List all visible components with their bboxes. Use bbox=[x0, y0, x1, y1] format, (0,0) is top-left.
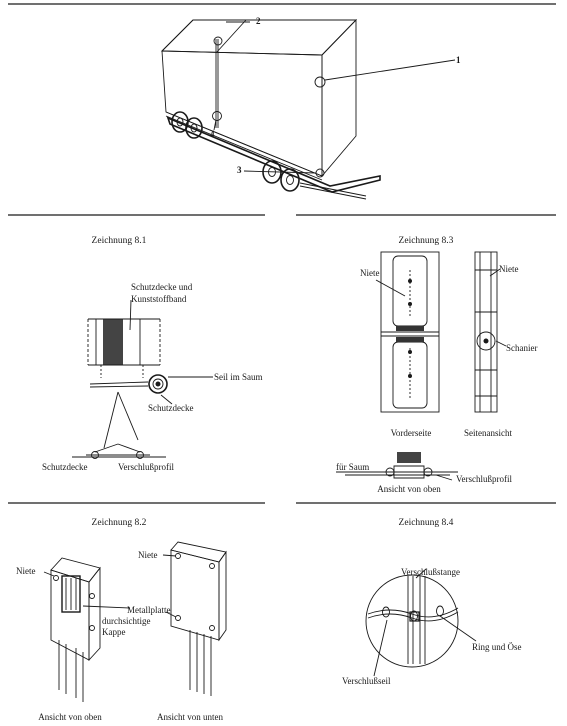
fig-8-1-title: Zeichnung 8.1 bbox=[92, 236, 147, 246]
fig-8-2-top-view-part bbox=[50, 557, 101, 702]
fig-8-1-label-cover-bottom: Schutzdecke bbox=[42, 462, 87, 472]
truck-chassis bbox=[166, 116, 381, 193]
fig-8-1-label-profile: Verschlußprofil bbox=[118, 462, 174, 472]
fig-8-3-top-view bbox=[336, 452, 458, 479]
fig-8-1-cover-band-panel bbox=[87, 318, 161, 366]
fig-8-3-front-view bbox=[380, 251, 440, 413]
callout-4: 4 bbox=[210, 129, 215, 139]
fig-8-3-side-view bbox=[474, 251, 498, 413]
truck-detail-circle-2 bbox=[213, 36, 223, 46]
truck-detail-circle-3 bbox=[315, 168, 325, 178]
fig-8-4-label-ring: Ring und Öse bbox=[472, 642, 522, 652]
figure-8-3: Zeichnung 8.3 Niete bbox=[336, 236, 538, 494]
truck-rear-wheels bbox=[171, 111, 203, 139]
fig-8-3-label-profile: Verschlußprofil bbox=[456, 474, 512, 484]
fig-8-3-label-hem: für Saum bbox=[336, 462, 369, 472]
fig-8-3-label-top-view: Ansicht von oben bbox=[377, 484, 441, 494]
fig-8-2-label-plate: Metallplatte bbox=[127, 605, 170, 615]
fig-8-3-title: Zeichnung 8.3 bbox=[399, 236, 454, 246]
truck-detail-circle-1 bbox=[314, 76, 326, 88]
fig-8-1-label-cover-mid: Schutzdecke bbox=[148, 403, 193, 413]
fig-8-1-label-cover-band-2: Kunststoffband bbox=[131, 294, 187, 304]
truck-tarp-front bbox=[321, 18, 357, 178]
fig-8-1-band-texture bbox=[103, 319, 123, 365]
fig-8-2-bottom-view-part bbox=[170, 541, 227, 696]
fig-8-3-label-rivet-right: Niete bbox=[499, 264, 519, 274]
fig-8-2-title: Zeichnung 8.2 bbox=[92, 518, 147, 528]
fig-8-4-label-rope: Verschlußseil bbox=[342, 676, 391, 686]
section-rules bbox=[8, 3, 556, 504]
fig-8-4-detail-circle bbox=[365, 574, 459, 668]
truck-illustration: 1 2 3 4 bbox=[160, 16, 461, 200]
fig-8-1-hem-section bbox=[89, 374, 168, 394]
fig-8-2-label-rivet-right: Niete bbox=[138, 550, 158, 560]
fig-8-3-label-hinge: Schanier bbox=[506, 343, 538, 353]
callout-3: 3 bbox=[237, 165, 242, 175]
fig-8-2-label-top-view: Ansicht von oben bbox=[38, 712, 102, 722]
fig-8-2-label-cap-1: durchsichtige bbox=[102, 616, 151, 626]
figure-8-2: Zeichnung 8.2 Niete durchsichtige Kappe … bbox=[16, 518, 227, 722]
fig-8-2-label-cap-2: Kappe bbox=[102, 627, 126, 637]
fig-8-3-label-rivet-left: Niete bbox=[360, 268, 380, 278]
fig-8-2-label-bottom-view: Ansicht von unten bbox=[157, 712, 223, 722]
figure-8-4: Zeichnung 8.4 Verschlußstange Ring und Ö… bbox=[342, 518, 522, 686]
callout-1: 1 bbox=[456, 55, 461, 65]
fig-8-2-label-rivet-left: Niete bbox=[16, 566, 36, 576]
callout-2: 2 bbox=[256, 16, 261, 26]
fig-8-3-label-side: Seitenansicht bbox=[464, 428, 512, 438]
fig-8-1-label-cover-band-1: Schutzdecke und bbox=[131, 282, 193, 292]
figure-8-1: Zeichnung 8.1 Schutzdecke und Kunststoff… bbox=[42, 236, 263, 472]
fig-8-1-profile-section bbox=[72, 391, 166, 459]
fig-8-1-label-rope: Seil im Saum bbox=[214, 372, 263, 382]
fig-8-4-title: Zeichnung 8.4 bbox=[399, 518, 454, 528]
fig-8-3-label-front: Vorderseite bbox=[391, 428, 432, 438]
truck-tarp-side bbox=[161, 50, 323, 177]
fig-8-4-label-rod: Verschlußstange bbox=[401, 567, 460, 577]
truck-detail-circle-4 bbox=[212, 111, 222, 121]
